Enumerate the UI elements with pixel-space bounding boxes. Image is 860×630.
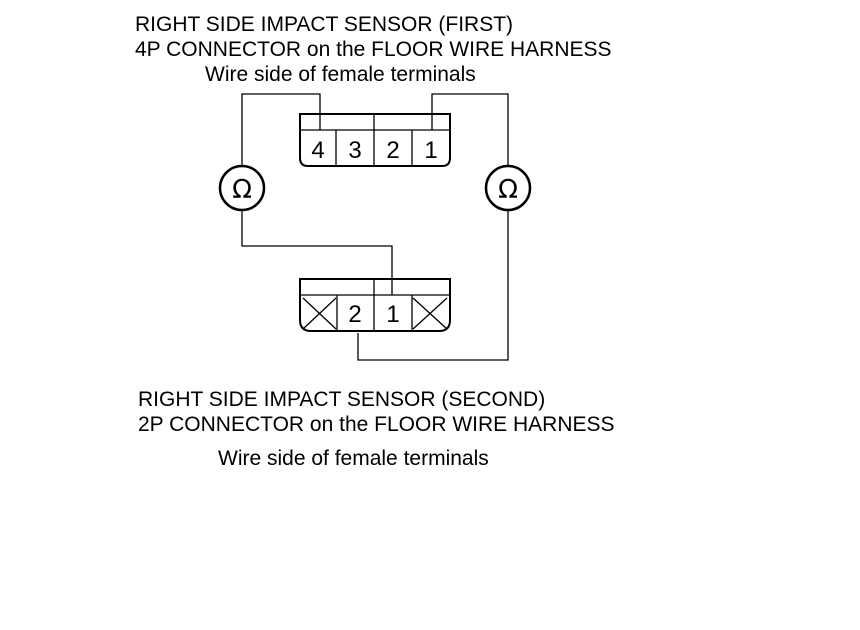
ohm-icon: Ω	[232, 175, 252, 205]
wire-right-meter-to-2p-terminal-2	[357, 210, 509, 361]
two-pin-connector-body	[299, 278, 451, 332]
ohm-icon: Ω	[498, 175, 518, 205]
wire-left-meter-to-2p-terminal-1	[241, 210, 393, 295]
left-ohmmeter: Ω	[218, 164, 266, 212]
second-connector-title: RIGHT SIDE IMPACT SENSOR (SECOND)	[138, 388, 546, 411]
two-pin-terminal-1: 1	[386, 301, 399, 328]
right-ohmmeter: Ω	[484, 164, 532, 212]
two-pin-connector: 2 1	[299, 278, 451, 332]
first-connector-note: Wire side of female terminals	[205, 63, 476, 86]
first-connector-subtitle: 4P CONNECTOR on the FLOOR WIRE HARNESS	[135, 38, 612, 61]
two-pin-terminal-2: 2	[348, 301, 361, 328]
four-pin-connector: 4 3 2 1	[299, 113, 451, 167]
blocked-cavity-left	[302, 297, 337, 330]
blocked-cavity-right	[412, 297, 448, 330]
four-pin-terminal-1: 1	[424, 137, 437, 164]
four-pin-terminal-4: 4	[311, 137, 324, 164]
first-connector-title: RIGHT SIDE IMPACT SENSOR (FIRST)	[135, 13, 514, 36]
right-ohmmeter-circle	[484, 164, 532, 212]
second-connector-subtitle: 2P CONNECTOR on the FLOOR WIRE HARNESS	[138, 413, 615, 436]
four-pin-terminal-2: 2	[386, 137, 399, 164]
second-connector-note: Wire side of female terminals	[218, 447, 489, 470]
left-ohmmeter-circle	[218, 164, 266, 212]
four-pin-terminal-3: 3	[348, 137, 361, 164]
